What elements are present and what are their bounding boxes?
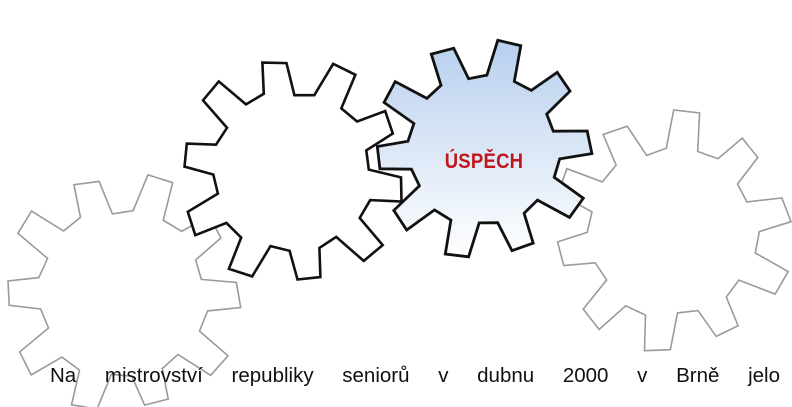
bottom-left-gray-gear (7, 173, 242, 407)
right-gray-gear (556, 109, 792, 352)
body-text: Na mistrovství republiky seniorů v dubnu… (50, 364, 780, 387)
left-black-gear (183, 61, 403, 281)
gear-label: ÚSPĚCH (444, 150, 524, 173)
center-blue-gear (375, 38, 594, 259)
